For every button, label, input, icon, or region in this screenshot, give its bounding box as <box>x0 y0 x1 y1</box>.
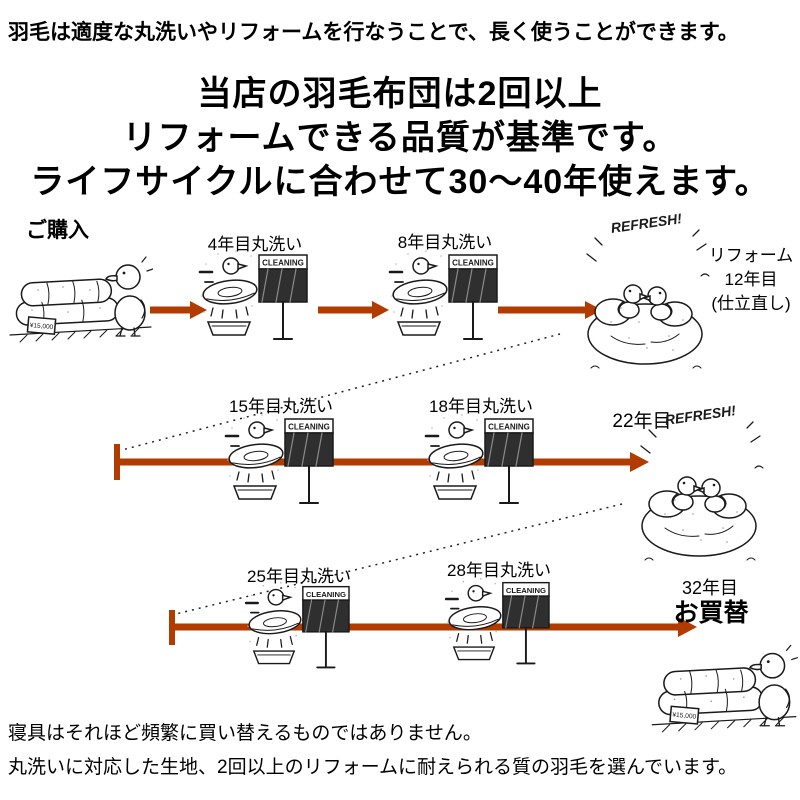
washing-illustration-year8 <box>388 248 499 341</box>
washing-illustration-year28 <box>444 576 551 665</box>
repurchase-label: お買替 <box>673 599 749 627</box>
refresh-illustration-year12 <box>586 210 710 369</box>
heading-line-3: ライフサイクルに合わせて30〜40年使えます。 <box>30 163 770 201</box>
year22-label: 22年目 <box>612 411 672 432</box>
step-label-year25-wash: 25年目丸洗い <box>247 567 351 586</box>
row2-arrow <box>114 444 649 480</box>
reform-label-line1: リフォーム <box>708 246 794 265</box>
heading-line-1: 当店の羽毛布団は2回以上 <box>197 75 603 113</box>
refresh-illustration-year22 <box>640 402 764 561</box>
repurchase-futon-illustration <box>651 644 798 733</box>
reform-label-line2: 12年目 <box>724 270 778 289</box>
reform-labels: リフォーム 12年目 (仕立直し) <box>704 244 798 316</box>
footer-line-2: 丸洗いに対応した生地、2回以上のリフォームに耐えられる質の羽毛を選んでいます。 <box>8 757 738 778</box>
washing-illustration-year4 <box>198 248 309 341</box>
purchase-label: ご購入 <box>26 219 89 242</box>
step-label-year28-wash: 28年目丸洗い <box>447 561 551 580</box>
heading-line-2: リフォームできる品質が基準です。 <box>122 119 678 157</box>
top-note: 羽毛は適度な丸洗いやリフォームを行なうことで、長く使うことができます。 <box>8 21 739 44</box>
step-label-year15-wash: 15年目丸洗い <box>229 397 333 416</box>
washing-illustration-year15 <box>224 412 335 505</box>
year32-label: 32年目 <box>681 578 739 598</box>
step-label-year4-wash: 4年目丸洗い <box>207 235 303 254</box>
row1-arrows <box>150 301 602 319</box>
step-label-year8-wash: 8年目丸洗い <box>397 233 493 252</box>
washing-illustration-year18 <box>424 412 535 505</box>
purchase-futon-illustration <box>9 256 153 343</box>
reform-label-line3: (仕立直し) <box>711 294 791 313</box>
step-label-year18-wash: 18年目丸洗い <box>429 397 533 416</box>
main-heading: 当店の羽毛布団は2回以上 リフォームできる品質が基準です。 ライフサイクルに合わ… <box>0 72 800 204</box>
washing-illustration-year25 <box>244 580 351 669</box>
footer-line-1: 寝具はそれほど頻繁に買い替えるものではありません。 <box>8 723 482 744</box>
